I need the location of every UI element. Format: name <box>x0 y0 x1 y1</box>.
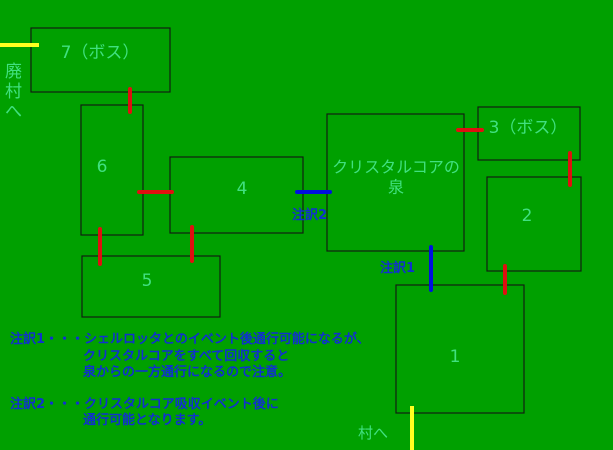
room-4-label: 4 <box>237 179 248 199</box>
room-6 <box>80 104 144 236</box>
note1-line2: クリスタルコアをすべて回収すると <box>83 349 289 364</box>
room-1 <box>395 284 525 414</box>
ruined-village-label-1: 廃 <box>5 62 22 82</box>
room-2-label: 2 <box>522 206 533 226</box>
note2-line1: 注訳2・・・クリスタルコア吸収イベント後に <box>10 396 279 412</box>
room-5 <box>81 255 221 318</box>
room-fountain <box>326 113 465 252</box>
fountain-label-1: クリスタルコアの <box>332 158 460 177</box>
note1-marker: 注訳1 <box>380 260 415 276</box>
ruined-village-label-2: 村 <box>5 82 22 102</box>
room-6-label: 6 <box>97 157 108 177</box>
room-3-boss <box>477 106 581 161</box>
room-2 <box>486 176 582 272</box>
room-5-label: 5 <box>142 271 153 291</box>
room-4 <box>169 156 304 234</box>
note2-marker: 注訳2 <box>292 207 327 223</box>
note1-line1: 注訳1・・・シェルロッタとのイベント後通行可能になるが、 <box>10 331 370 347</box>
room-3-label: 3（ボス） <box>489 118 568 138</box>
room-7-boss <box>30 27 171 93</box>
village-label: 村へ <box>358 424 388 442</box>
fountain-label-2: 泉 <box>388 178 404 197</box>
room-1-label: 1 <box>450 347 461 367</box>
note1-line3: 泉からの一方通行になるので注意。 <box>83 364 291 380</box>
room-7-label: 7（ボス） <box>61 43 140 63</box>
ruined-village-label-3: へ <box>5 102 22 122</box>
note2-line2: 通行可能となります。 <box>83 412 211 428</box>
